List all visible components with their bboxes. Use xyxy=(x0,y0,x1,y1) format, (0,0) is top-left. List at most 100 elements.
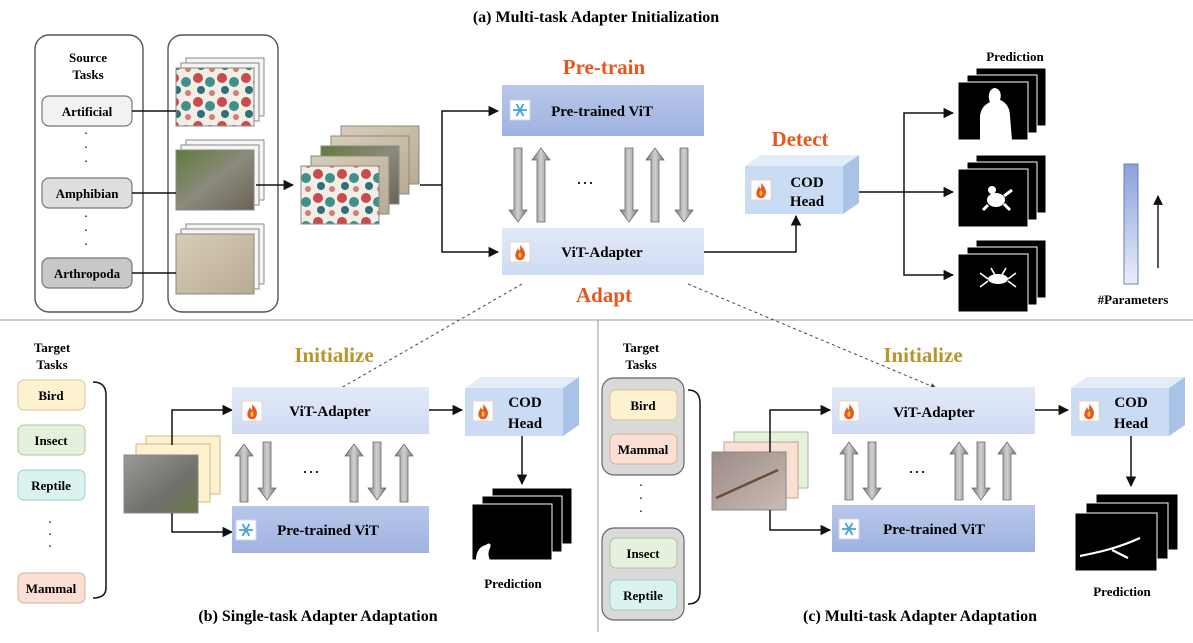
cod-label-line2: Head xyxy=(790,194,825,210)
target-task-bird xyxy=(17,379,86,411)
cod-label-line2-b: Head xyxy=(508,416,543,432)
vertical-dots: · xyxy=(639,492,644,507)
target-task-label: Reptile xyxy=(623,588,663,603)
target-task-reptile xyxy=(17,469,86,501)
feature-exchange-arrows xyxy=(839,441,1017,501)
source-task-label: Artificial xyxy=(62,104,113,119)
vertical-dots: · xyxy=(639,479,644,494)
source-task-label: Amphibian xyxy=(56,186,120,201)
source-image-stack-amphibian xyxy=(175,139,265,211)
flame-icon xyxy=(241,400,263,422)
target-heading-line2-c: Tasks xyxy=(625,357,656,372)
adapter-label-c: ViT-Adapter xyxy=(893,405,975,421)
title-c: (c) Multi-task Adapter Adaptation xyxy=(803,608,1037,625)
feature-exchange-arrows xyxy=(508,147,694,223)
input-image-stack-b xyxy=(123,435,221,514)
adapter-label: ViT-Adapter xyxy=(561,245,643,261)
detect-label: Detect xyxy=(771,127,828,151)
cod-label-line2-c: Head xyxy=(1114,416,1149,432)
title-a: (a) Multi-task Adapter Initialization xyxy=(473,9,719,26)
flame-icon xyxy=(472,400,494,422)
vertical-dots: · xyxy=(639,505,644,520)
vit-adapter-block-b xyxy=(232,387,429,434)
flame-icon xyxy=(838,400,860,422)
prediction-mask-stack-b xyxy=(471,487,573,561)
parameters-label: #Parameters xyxy=(1098,292,1169,307)
task-bracket xyxy=(92,381,107,599)
target-task-mammal-c xyxy=(609,433,678,465)
merged-image-stack xyxy=(300,125,420,225)
prediction-label-a: Prediction xyxy=(986,49,1044,64)
vit-adapter-block-c xyxy=(832,387,1035,434)
prediction-mask-stack xyxy=(957,154,1047,228)
title-b: (b) Single-task Adapter Adaptation xyxy=(198,608,437,625)
source-image-stack-artificial xyxy=(175,57,265,127)
adapt-label: Adapt xyxy=(576,283,632,307)
arrow xyxy=(441,105,500,185)
task-bracket xyxy=(687,389,701,605)
ellipsis: ··· xyxy=(908,462,926,482)
arrow xyxy=(903,192,955,281)
parameters-bar xyxy=(1123,163,1139,285)
source-task-label: Arthropoda xyxy=(54,266,121,281)
snowflake-icon xyxy=(235,519,257,541)
target-heading-line1-c: Target xyxy=(623,340,660,355)
prediction-mask-stack-c xyxy=(1074,493,1179,572)
source-image-stack-arthropoda xyxy=(175,223,265,295)
target-task-label: Mammal xyxy=(26,581,77,596)
pretrained-vit-block-b xyxy=(232,506,429,553)
cod-label-line1-c: COD xyxy=(1114,395,1148,411)
vertical-dots: · xyxy=(48,528,53,543)
pretrained-vit-block xyxy=(502,85,704,136)
flame-icon xyxy=(750,179,772,201)
vit-label-c: Pre-trained ViT xyxy=(883,522,985,538)
vertical-dots: · xyxy=(48,540,53,555)
target-task-label: Bird xyxy=(630,398,656,413)
source-heading-line1: Source xyxy=(69,50,107,65)
feature-exchange-arrows xyxy=(234,441,414,503)
prediction-mask-stack xyxy=(957,239,1047,313)
target-task-insect xyxy=(17,424,86,456)
arrow xyxy=(171,513,234,538)
source-heading-line2: Tasks xyxy=(72,67,103,82)
arrow xyxy=(769,510,832,536)
snowflake-icon xyxy=(509,99,531,121)
arrow xyxy=(903,107,955,192)
input-image-stack-c xyxy=(711,431,809,511)
target-heading-line2-b: Tasks xyxy=(36,357,67,372)
flame-icon xyxy=(509,241,531,263)
prediction-label-b: Prediction xyxy=(484,576,542,591)
snowflake-icon xyxy=(838,518,860,540)
ellipsis: ··· xyxy=(576,173,594,193)
ellipsis: ··· xyxy=(302,462,320,482)
cod-label-line1: COD xyxy=(790,175,824,191)
target-task-label: Insect xyxy=(34,433,68,448)
vertical-dots: · xyxy=(84,238,89,253)
cod-label-line1-b: COD xyxy=(508,395,542,411)
pretrained-vit-block-c xyxy=(832,505,1035,552)
prediction-label-c: Prediction xyxy=(1093,584,1151,599)
target-task-label: Mammal xyxy=(618,442,669,457)
flame-icon xyxy=(1078,400,1100,422)
arrow xyxy=(769,404,832,452)
arrow xyxy=(441,185,500,258)
vertical-dots: · xyxy=(48,516,53,531)
initialize-dashed-arrow xyxy=(333,283,523,393)
target-task-label: Insect xyxy=(626,546,660,561)
target-task-mammal xyxy=(17,572,86,604)
vit-label: Pre-trained ViT xyxy=(551,104,653,120)
target-task-reptile-c xyxy=(609,579,678,611)
vit-label-b: Pre-trained ViT xyxy=(277,523,379,539)
initialize-label-b: Initialize xyxy=(294,343,373,367)
vertical-dots: · xyxy=(84,141,89,156)
target-task-bird-c xyxy=(609,389,678,421)
target-task-label: Bird xyxy=(38,388,64,403)
target-task-insect-c xyxy=(609,537,678,569)
vertical-dots: · xyxy=(84,127,89,142)
vit-adapter-block xyxy=(502,228,704,275)
vertical-dots: · xyxy=(84,224,89,239)
vertical-dots: · xyxy=(84,210,89,225)
target-heading-line1-b: Target xyxy=(34,340,71,355)
